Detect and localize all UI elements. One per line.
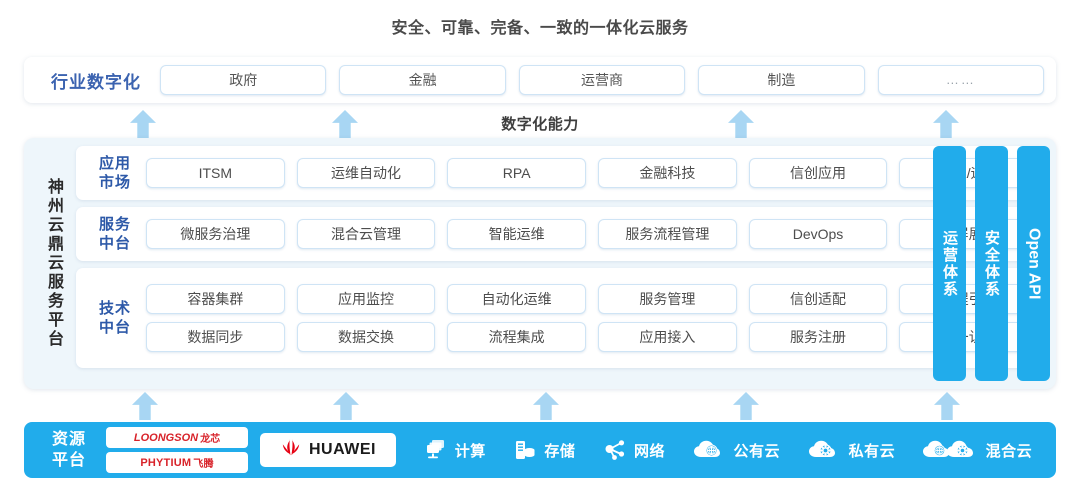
loongson-logo-cn: 龙芯 (200, 434, 221, 445)
resource-item-public-cloud[interactable]: 公有云 (693, 438, 781, 462)
capability-chip[interactable]: 容器集群 (146, 284, 285, 314)
capability-chip[interactable]: 数据同步 (146, 322, 285, 352)
capability-chip[interactable]: 数据交换 (296, 322, 436, 352)
capability-chip[interactable]: DevOps (748, 219, 888, 249)
cloud-platform-panel: 神州云鼎云服务平台 应用 市场 ITSM 运维自动化 RPA 金融科技 信创应用… (24, 138, 1056, 389)
resource-label-line2: 平台 (51, 452, 86, 469)
industry-chip-list: 政府 金融 运营商 制造 …… (160, 65, 1048, 95)
layer-label-line1: 技术 (98, 300, 131, 317)
capability-chip[interactable]: 混合云管理 (296, 219, 436, 249)
vertical-bar-label: 运营体系 (941, 229, 958, 298)
servers-stack-icon (424, 438, 448, 462)
resource-item-private-cloud[interactable]: 私有云 (808, 438, 896, 462)
layer-chip-rows: 微服务治理 混合云管理 智能运维 服务流程管理 DevOps 大屏展示 (146, 219, 1039, 249)
capability-chip[interactable]: 服务注册 (748, 322, 888, 352)
industry-chip[interactable]: 金融 (339, 65, 506, 95)
layer-chip-rows: 容器集群 应用监控 自动化运维 服务管理 信创适配 流程引擎 数据同步 数据交换… (146, 284, 1039, 352)
storage-disk-icon (513, 438, 537, 462)
resource-item-compute[interactable]: 计算 (424, 438, 486, 462)
platform-side-label-text: 神州云鼎云服务平台 (45, 178, 62, 349)
industry-chip[interactable]: 制造 (698, 65, 865, 95)
up-arrow-icon (934, 392, 960, 420)
layer-label-line2: 市场 (98, 174, 131, 191)
layer-chip-rows: ITSM 运维自动化 RPA 金融科技 信创应用 运维/运营 (146, 158, 1039, 188)
huawei-logo: HUAWEI (260, 433, 396, 467)
layer-app-market: 应用 市场 ITSM 运维自动化 RPA 金融科技 信创应用 运维/运营 (76, 146, 1046, 200)
capability-chip[interactable]: RPA (447, 158, 587, 188)
layer-service-platform: 服务 中台 微服务治理 混合云管理 智能运维 服务流程管理 DevOps 大屏展… (76, 207, 1046, 261)
chip-row: 容器集群 应用监控 自动化运维 服务管理 信创适配 流程引擎 (146, 284, 1039, 314)
industry-row-label: 行业数字化 (51, 72, 141, 92)
phytium-logo-cn: 飞腾 (193, 459, 214, 470)
hybrid-cloud-icon (922, 438, 979, 462)
platform-layers: 应用 市场 ITSM 运维自动化 RPA 金融科技 信创应用 运维/运营 (76, 146, 1046, 381)
layer-label-line1: 服务 (98, 216, 131, 233)
layer-label: 技术 中台 (84, 299, 146, 337)
resource-item-label: 网络 (633, 442, 665, 460)
network-nodes-icon (603, 438, 627, 462)
capability-chip[interactable]: 微服务治理 (146, 219, 285, 249)
up-arrow-icon (132, 392, 158, 420)
layer-label: 应用 市场 (84, 154, 146, 192)
resource-item-list: 计算 存储 (396, 438, 1046, 462)
industry-row: 行业数字化 政府 金融 运营商 制造 …… (24, 57, 1056, 103)
up-arrow-icon (533, 392, 559, 420)
layer-label-line1: 应用 (98, 155, 131, 172)
capability-chip[interactable]: 流程集成 (447, 322, 587, 352)
layer-label-line2: 中台 (98, 235, 131, 252)
capability-chip[interactable]: 服务流程管理 (598, 219, 737, 249)
vertical-bar-open-api[interactable]: Open API (1017, 146, 1050, 381)
industry-chip[interactable]: 政府 (160, 65, 327, 95)
capability-chip[interactable]: 智能运维 (447, 219, 587, 249)
capability-chip[interactable]: 自动化运维 (447, 284, 587, 314)
resource-item-storage[interactable]: 存储 (513, 438, 575, 462)
resource-label-line1: 资源 (51, 431, 86, 448)
resource-item-hybrid-cloud[interactable]: 混合云 (922, 438, 1033, 462)
capability-chip[interactable]: 信创适配 (748, 284, 888, 314)
private-cloud-gear-icon (808, 438, 842, 462)
layer-tech-platform: 技术 中台 容器集群 应用监控 自动化运维 服务管理 信创适配 流程引擎 数据同… (76, 268, 1046, 368)
resource-item-label: 公有云 (733, 442, 781, 460)
huawei-logo-text: HUAWEI (309, 441, 376, 458)
capability-chip[interactable]: ITSM (146, 158, 285, 188)
public-cloud-globe-icon (693, 438, 727, 462)
industry-chip-more[interactable]: …… (877, 65, 1045, 95)
vertical-bar-operations[interactable]: 运营体系 (933, 146, 966, 381)
up-arrow-icon (333, 392, 359, 420)
industry-chip[interactable]: 运营商 (518, 65, 686, 95)
capability-chip[interactable]: 金融科技 (598, 158, 737, 188)
phytium-logo-text: PHYTIUM (140, 456, 192, 469)
vertical-bar-label: Open API (1025, 227, 1043, 300)
chip-row: ITSM 运维自动化 RPA 金融科技 信创应用 运维/运营 (146, 158, 1039, 188)
resource-platform-label: 资源 平台 (36, 429, 102, 471)
layer-label-line2: 中台 (98, 319, 131, 336)
chip-row: 微服务治理 混合云管理 智能运维 服务流程管理 DevOps 大屏展示 (146, 219, 1039, 249)
capability-chip[interactable]: 应用接入 (598, 322, 737, 352)
loongson-logo-text: LOONGSON (133, 431, 199, 444)
capability-chip[interactable]: 运维自动化 (296, 158, 436, 188)
layer-label: 服务 中台 (84, 215, 146, 253)
vertical-bar-group: 运营体系 安全体系 Open API (933, 146, 1050, 381)
chip-row: 数据同步 数据交换 流程集成 应用接入 服务注册 统一认证 (146, 322, 1039, 352)
capability-label: 数字化能力 (501, 116, 579, 133)
capability-chip[interactable]: 信创应用 (748, 158, 888, 188)
resource-item-label: 私有云 (848, 442, 896, 460)
resource-item-label: 计算 (454, 442, 486, 460)
resource-item-label: 存储 (544, 442, 576, 460)
vertical-bar-label: 安全体系 (983, 229, 1000, 298)
resource-item-label: 混合云 (985, 442, 1033, 460)
capability-chip[interactable]: 应用监控 (296, 284, 436, 314)
capability-chip[interactable]: 服务管理 (598, 284, 737, 314)
huawei-flower-icon (280, 438, 302, 463)
vertical-bar-security[interactable]: 安全体系 (975, 146, 1008, 381)
platform-side-label: 神州云鼎云服务平台 (30, 146, 76, 381)
resource-item-network[interactable]: 网络 (603, 438, 665, 462)
page-title: 安全、可靠、完备、一致的一体化云服务 (391, 20, 689, 37)
up-arrow-icon (733, 392, 759, 420)
